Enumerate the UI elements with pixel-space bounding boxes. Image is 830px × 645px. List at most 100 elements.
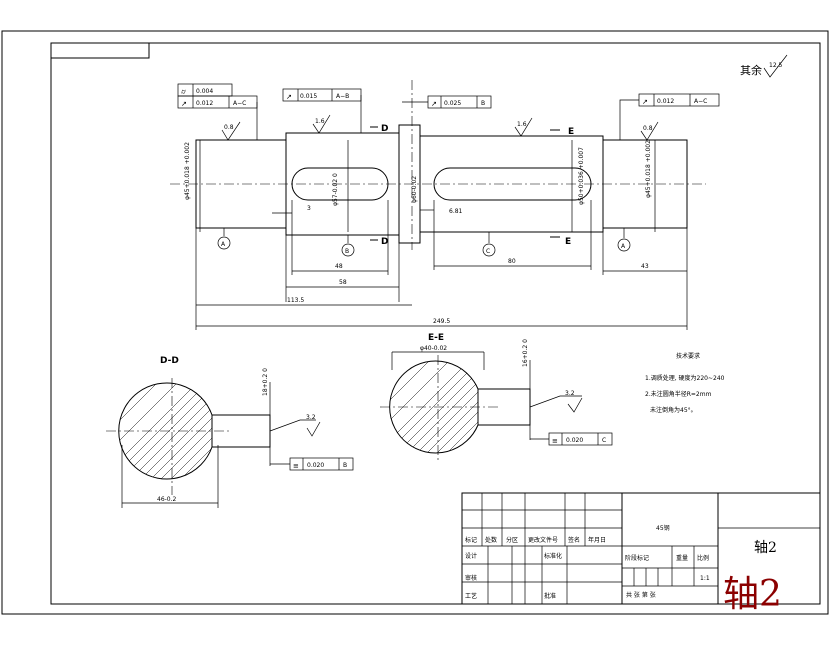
section-e-top: E [568, 127, 574, 137]
fcf-mid-runout-datum: A−B [336, 93, 349, 100]
svg-text:技术要求: 技术要求 [676, 352, 700, 360]
dim-right-len: 43 [602, 228, 688, 330]
fcf-center-runout: ↗ 0.025 B [402, 95, 492, 109]
datum-a1: A [217, 228, 231, 250]
ee-dia-dim: φ40-0.02 [391, 345, 485, 370]
svg-text:共 张 第 张: 共 张 第 张 [626, 591, 656, 599]
keyway-1 [291, 167, 389, 201]
svg-text:A: A [621, 243, 626, 250]
dia-right-journal: φ45+0.018 +0.002 [645, 140, 652, 198]
datum-a2: A [617, 228, 631, 252]
fcf-right-runout: ↗ 0.012 A−C [619, 93, 720, 140]
section-d-bot: D [381, 237, 388, 247]
svg-text:↗: ↗ [286, 93, 292, 101]
dim-key1-len: 48 [291, 200, 389, 275]
section-mark-e: E E [550, 127, 574, 247]
svg-text:签名: 签名 [568, 536, 580, 544]
fcf-right-runout-datum: A−C [694, 98, 707, 105]
dim-key1-offset: 3 [272, 205, 311, 214]
svg-text:↗: ↗ [642, 98, 648, 106]
section-d-top: D [381, 124, 388, 134]
fcf-center-runout-datum: B [481, 100, 485, 107]
roughness-r1: 0.8 [224, 124, 234, 131]
dia-second-seg: φ50+0.036 +0.007 [578, 147, 585, 205]
svg-text:工艺: 工艺 [465, 592, 477, 600]
svg-text:未注倒角为45°。: 未注倒角为45°。 [650, 406, 697, 414]
svg-text:⌭: ⌭ [181, 88, 186, 96]
svg-text:C: C [486, 248, 490, 255]
roughness-symbol-3: 1.6 [514, 117, 533, 137]
svg-text:113.5: 113.5 [287, 297, 304, 304]
dia-left-journal: φ45+0.018 +0.002 [184, 142, 191, 200]
roughness-symbol-4: 0.8 [640, 121, 659, 141]
svg-text:设计: 设计 [465, 552, 477, 560]
material-label: 45钢 [656, 524, 670, 532]
fcf-left-runout: ↗ 0.012 A−C [177, 95, 258, 140]
svg-text:审核: 审核 [465, 574, 477, 582]
svg-text:批准: 批准 [544, 592, 556, 600]
svg-text:φ40-0.02: φ40-0.02 [420, 345, 447, 352]
svg-text:年月日: 年月日 [588, 536, 606, 544]
svg-text:0.020: 0.020 [307, 462, 324, 469]
dim-key2-offset: 6.81 [420, 208, 463, 215]
svg-text:249.5: 249.5 [433, 318, 450, 325]
roughness-r2: 1.6 [315, 118, 325, 125]
section-ee-disc [380, 355, 531, 460]
fcf-center-runout-value: 0.025 [444, 100, 461, 107]
svg-text:更改文件号: 更改文件号 [528, 536, 558, 544]
ee-key-dim: 16+0.2 0 [522, 339, 531, 440]
roughness-note-symbol: 12.5 [763, 54, 788, 78]
svg-text:3.2: 3.2 [565, 390, 575, 397]
svg-text:B: B [345, 248, 349, 255]
section-e-bot: E [565, 237, 571, 247]
roughness-r3: 1.6 [517, 121, 527, 128]
keyway-2 [433, 167, 592, 201]
dia-collar: φ60-0.02 [411, 176, 418, 203]
dim-to-collar: 113.5 [195, 228, 412, 330]
svg-text:6.81: 6.81 [449, 208, 463, 215]
scale-value: 1:1 [700, 575, 710, 582]
fcf-mid-runout-value: 0.015 [300, 93, 317, 100]
fcf-sym-e: ≡ 0.020 C [530, 432, 613, 446]
fcf-left-runout-value: 0.012 [196, 100, 213, 107]
svg-text:3.2: 3.2 [306, 414, 316, 421]
fcf-left-runout-datum: A−C [233, 100, 246, 107]
svg-text:分区: 分区 [506, 536, 518, 544]
dim-key2-len: 80 [433, 200, 592, 270]
datum-c: C [482, 232, 496, 257]
dd-dim: 46-0.2 [121, 445, 219, 508]
inner-frame [50, 42, 821, 605]
svg-text:B: B [343, 462, 347, 469]
svg-text:3: 3 [307, 205, 311, 212]
roughness-note-value: 12.5 [769, 62, 783, 69]
section-mark-d: D D [370, 124, 388, 247]
svg-text:0.020: 0.020 [566, 437, 583, 444]
right-journal [602, 139, 688, 229]
watermark-part-name: 轴2 [723, 574, 782, 615]
roughness-symbol-1: 0.8 [221, 121, 241, 141]
part-name: 轴2 [754, 540, 777, 556]
svg-text:≡: ≡ [552, 437, 558, 445]
svg-text:处数: 处数 [485, 536, 497, 544]
outer-frame [1, 30, 829, 615]
fcf-left-cyl-value: 0.004 [196, 88, 213, 95]
corner-box [50, 42, 150, 59]
roughness-r4: 0.8 [643, 125, 653, 132]
ee-roughness: 3.2 [529, 390, 583, 413]
svg-text:标记: 标记 [465, 536, 477, 544]
svg-text:1.调质处理, 硬度为220~240: 1.调质处理, 硬度为220~240 [645, 374, 725, 382]
svg-text:比例: 比例 [697, 554, 709, 562]
svg-text:A: A [221, 241, 226, 248]
svg-text:46-0.2: 46-0.2 [157, 496, 177, 503]
svg-text:↗: ↗ [431, 100, 437, 108]
svg-text:18+0.2 0: 18+0.2 0 [262, 368, 269, 396]
dd-roughness: 3.2 [269, 414, 321, 437]
svg-text:↗: ↗ [181, 100, 187, 108]
svg-text:阶段标记: 阶段标记 [625, 554, 649, 562]
svg-text:重量: 重量 [676, 554, 688, 562]
section-dd-disc [106, 378, 271, 495]
section-ee-title: E-E [428, 333, 444, 343]
svg-text:C: C [602, 437, 606, 444]
svg-text:48: 48 [335, 263, 343, 270]
